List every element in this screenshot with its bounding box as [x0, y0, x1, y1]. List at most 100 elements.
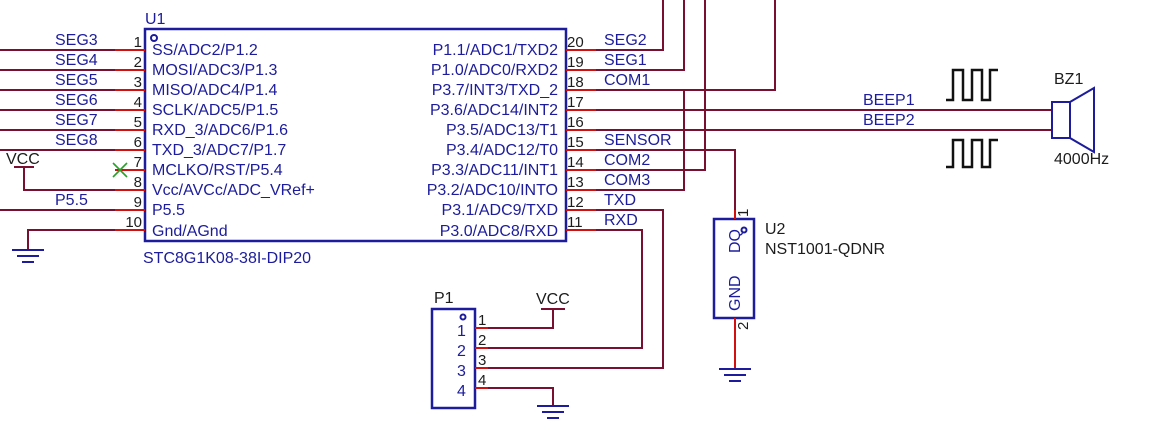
u1-right-pin-names: P1.1/ADC1/TXD2 P1.0/ADC0/RXD2 P3.7/INT3/… [427, 42, 558, 240]
u1-pin-num: 11 [567, 214, 583, 231]
ground-icon [719, 368, 751, 382]
p1-pin-label-1: 1 [457, 323, 466, 340]
u1-ref: U1 [145, 11, 166, 28]
u1-right-pin-stubs [566, 49, 596, 231]
u1-pin-num: 16 [567, 114, 584, 131]
u1-right-pin-numbers: 20 19 18 17 16 15 14 13 12 11 [567, 34, 584, 231]
u1-pin-num: 18 [567, 74, 584, 91]
bz1-ref: BZ1 [1054, 71, 1083, 88]
left-net-labels: SEG3 SEG4 SEG5 SEG6 SEG7 SEG8 P5.5 [55, 32, 98, 209]
u1-pin-num: 3 [134, 74, 142, 91]
left-net-wires [0, 49, 115, 211]
vcc-label-p1: VCC [536, 291, 570, 308]
u1-pin1-marker [150, 34, 158, 42]
u1-left-pin-numbers: 1 2 3 4 5 6 7 8 9 10 [125, 34, 142, 231]
p1-ref: P1 [434, 290, 454, 307]
net-label-seg3: SEG3 [55, 32, 98, 49]
vcc-power-symbol-p1: VCC [488, 291, 570, 329]
net-label-com3: COM3 [604, 172, 650, 189]
right-net-wires [488, 0, 1052, 369]
net-label-com1: COM1 [604, 72, 650, 89]
u1-body [143, 27, 568, 243]
p1-pin1-marker [459, 313, 467, 321]
u1-pin-num: 4 [134, 94, 142, 111]
u1-pin-num: 14 [567, 154, 584, 171]
net-label-sensor: SENSOR [604, 132, 672, 149]
net-label-p55: P5.5 [55, 192, 88, 209]
p1-pin-label-4: 4 [457, 383, 466, 400]
net-label-com2: COM2 [604, 152, 650, 169]
square-wave-icon [946, 68, 998, 102]
u1-pin13-name: P3.2/ADC10/INTO [427, 182, 558, 199]
u1-pin-num: 9 [134, 194, 142, 211]
u1-pin-num: 6 [134, 134, 142, 151]
p1-connector: 1 2 3 4 1 2 3 4 [430, 307, 488, 410]
u1-pin-num: 10 [125, 214, 142, 231]
u2-pin-num-2: 2 [735, 322, 752, 330]
net-label-seg8: SEG8 [55, 132, 98, 149]
net-label-seg6: SEG6 [55, 92, 98, 109]
u1-pin1-name: SS/ADC2/P1.2 [152, 42, 258, 59]
net-label-seg7: SEG7 [55, 112, 98, 129]
u1-pin-num: 19 [567, 54, 584, 71]
bz1-freq: 4000Hz [1054, 151, 1109, 168]
u1-pin4-name: SCLK/ADC5/P1.5 [152, 102, 278, 119]
u1-pin2-name: MOSI/ADC3/P1.3 [152, 62, 277, 79]
u1-pin8-name: Vcc/AVCc/ADC_VRef+ [152, 182, 315, 199]
u2-pin1-marker [740, 226, 748, 234]
p1-pin-label-3: 3 [457, 363, 466, 380]
right-net-labels: SEG2 SEG1 COM1 SENSOR COM2 COM3 TXD RXD … [604, 32, 915, 229]
net-label-rxd: RXD [604, 212, 638, 229]
no-connect-x-icon [112, 162, 128, 178]
u1-pin19-name: P1.0/ADC0/RXD2 [431, 62, 558, 79]
u1-pin6-name: TXD_3/ADC7/P1.7 [152, 142, 286, 159]
ground-icon [12, 229, 115, 263]
net-label-txd: TXD [604, 192, 636, 209]
u1-pin3-name: MISO/ADC4/P1.4 [152, 82, 277, 99]
u1-pin16-name: P3.5/ADC13/T1 [446, 122, 558, 139]
net-label-seg2: SEG2 [604, 32, 647, 49]
p1-pin-num-2: 2 [478, 332, 486, 349]
speaker-icon [1051, 86, 1095, 154]
u1-pin-num: 5 [134, 114, 142, 131]
u1-pin-num: 12 [567, 194, 584, 211]
net-label-beep1: BEEP1 [863, 92, 915, 109]
u1-pin-num: 8 [134, 174, 142, 191]
net-label-seg5: SEG5 [55, 72, 98, 89]
net-label-beep2: BEEP2 [863, 112, 915, 129]
u1-pin5-name: RXD_3/ADC6/P1.6 [152, 122, 288, 139]
u1-pin15-name: P3.4/ADC12/T0 [446, 142, 558, 159]
u2-pin-gnd: GND [727, 275, 744, 311]
u1-pin12-name: P3.1/ADC9/TXD [442, 202, 558, 219]
u2-component: DQ GND 1 2 [712, 209, 756, 368]
u1-pin-num: 13 [567, 174, 584, 191]
p1-pin-num-1: 1 [478, 312, 486, 329]
u2-pin-num-1: 1 [735, 209, 752, 217]
u1-pin17-name: P3.6/ADC14/INT2 [430, 102, 558, 119]
square-wave-icon [946, 138, 998, 169]
u1-pin18-name: P3.7/INT3/TXD_2 [432, 82, 558, 99]
net-label-seg1: SEG1 [604, 52, 647, 69]
p1-pin-label-2: 2 [457, 343, 466, 360]
u1-pin-num: 20 [567, 34, 584, 51]
u1-pin7-name: MCLKO/RST/P5.4 [152, 162, 283, 179]
u1-pin-num: 2 [134, 54, 142, 71]
u1-left-pin-names: SS/ADC2/P1.2 MOSI/ADC3/P1.3 MISO/ADC4/P1… [152, 42, 315, 240]
p1-pin-num-3: 3 [478, 352, 486, 369]
u1-pin14-name: P3.3/ADC11/INT1 [431, 162, 558, 179]
u2-part: NST1001-QDNR [765, 241, 885, 258]
ground-icon [488, 387, 569, 419]
vcc-power-symbol-left: VCC [6, 151, 115, 191]
u1-pin-num: 7 [134, 154, 142, 171]
p1-pin-num-4: 4 [478, 372, 486, 389]
u1-part: STC8G1K08-38I-DIP20 [143, 250, 311, 267]
u1-pin11-name: P3.0/ADC8/RXD [440, 223, 558, 240]
p1-body [430, 307, 477, 410]
u1-pin-num: 15 [567, 134, 584, 151]
vcc-label-left: VCC [6, 151, 40, 168]
u1-pin10-name: Gnd/AGnd [152, 223, 228, 240]
u1-pin-num: 17 [567, 94, 584, 111]
u2-pin-dq: DQ [727, 229, 744, 253]
u2-ref: U2 [765, 221, 786, 238]
